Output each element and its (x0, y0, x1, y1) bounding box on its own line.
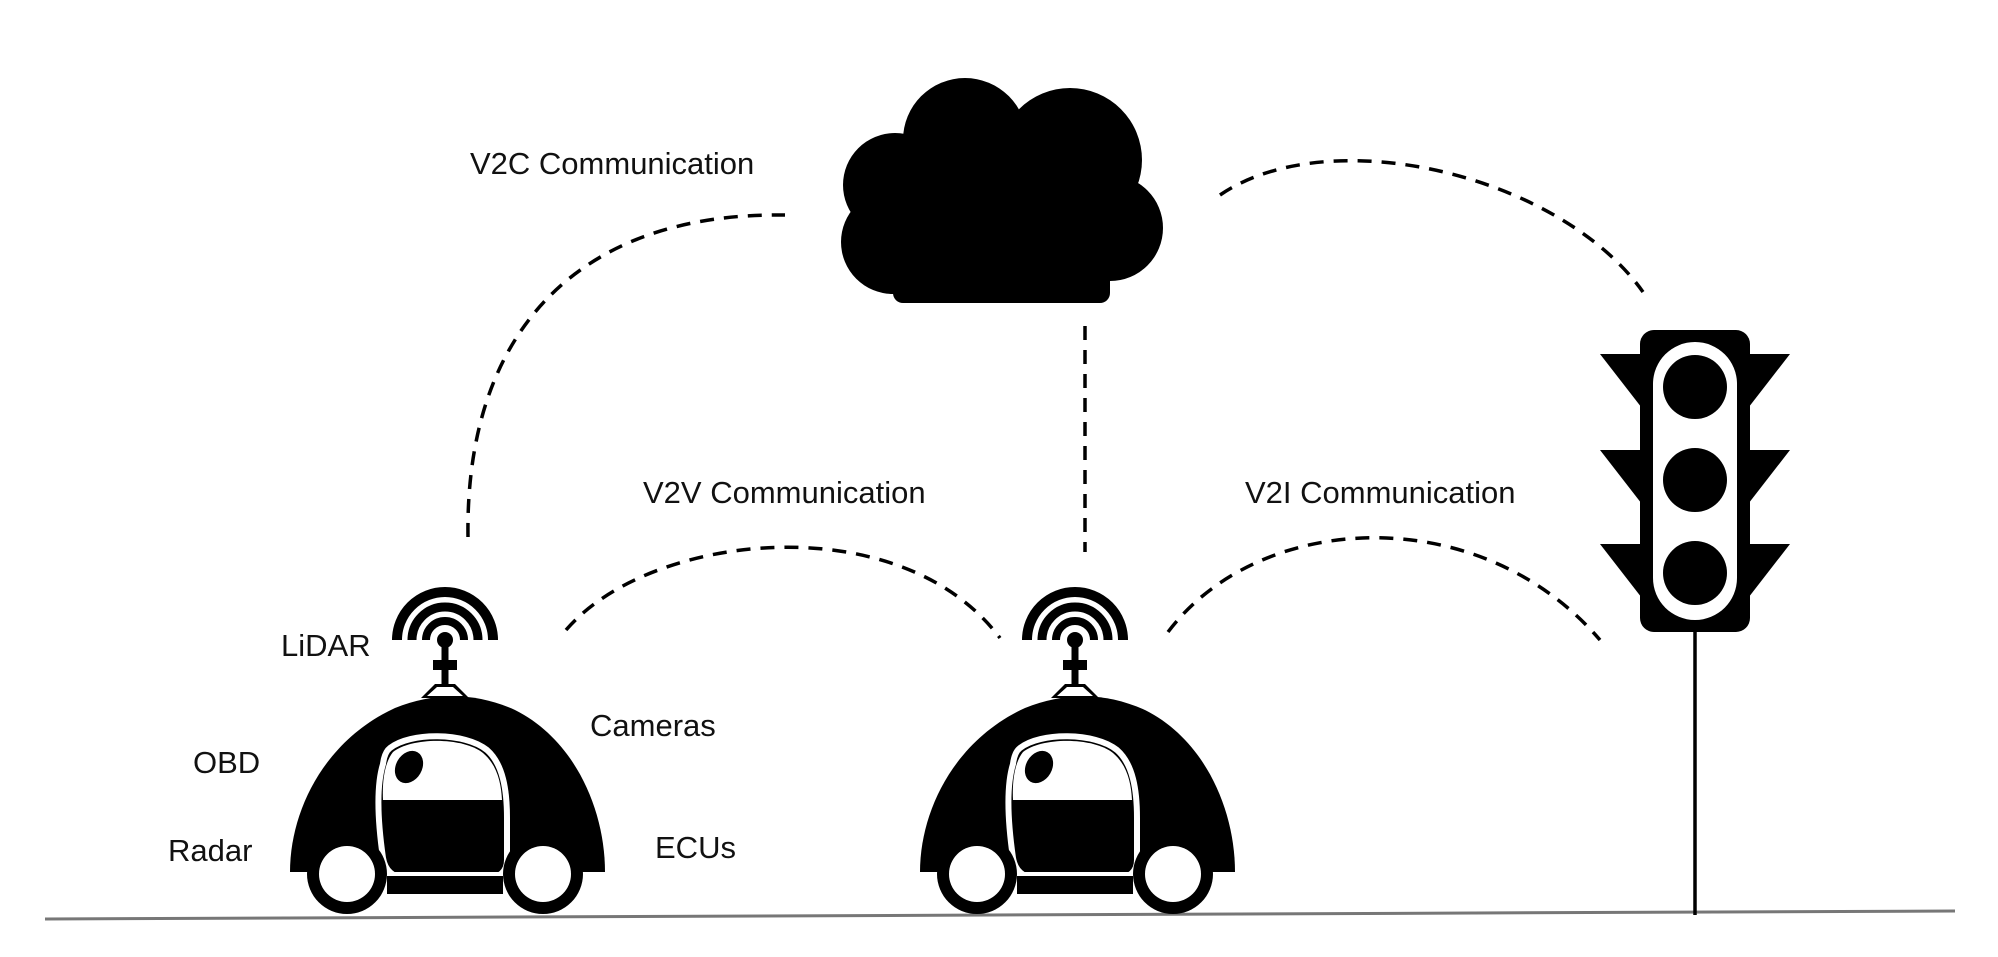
traffic-light-middle-lamp (1663, 448, 1727, 512)
v2v-label: V2V Communication (643, 475, 926, 510)
v2v-link-arc (564, 545, 1002, 640)
radar-label: Radar (168, 833, 253, 868)
ecus-label: ECUs (655, 830, 736, 865)
v2c-link-arc (466, 213, 786, 538)
v2i-label: V2I Communication (1245, 475, 1516, 510)
cloud-icon (841, 78, 1163, 303)
ground-line (44, 909, 1956, 921)
traffic-light-icon (1600, 330, 1790, 915)
cloud-to-traffic-light-arc (1219, 158, 1645, 294)
traffic-light-bottom-lamp (1663, 541, 1727, 605)
traffic-light-top-lamp (1663, 355, 1727, 419)
lidar-label: LiDAR (281, 628, 371, 663)
v2c-label: V2C Communication (470, 146, 755, 181)
cameras-label: Cameras (590, 708, 716, 743)
v2i-link-arc (1166, 536, 1602, 642)
obd-label: OBD (193, 745, 261, 780)
autonomous-car-middle (920, 592, 1235, 914)
